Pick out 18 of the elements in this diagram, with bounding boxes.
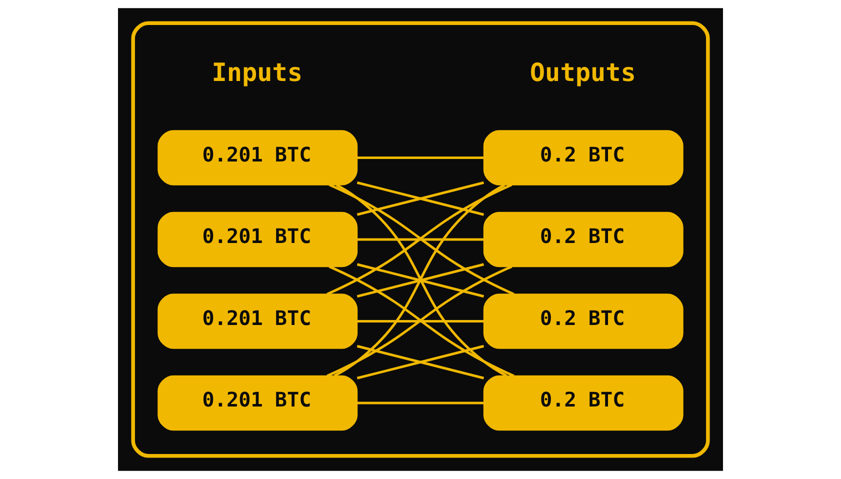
connector	[357, 320, 484, 323]
connector	[357, 402, 484, 404]
node-box: 0.2 BTC	[483, 294, 684, 349]
node-box: 0.201 BTC	[158, 130, 358, 186]
node-box: 0.201 BTC	[158, 212, 358, 268]
cluster	[131, 21, 710, 458]
connector	[357, 156, 484, 159]
node-box: 0.201 BTC	[158, 375, 358, 431]
label: Outputs	[530, 58, 636, 88]
node-box: 0.2 BTC	[483, 375, 684, 431]
node-box: 0.201 BTC	[158, 294, 358, 349]
node-box: 0.2 BTC	[483, 212, 684, 268]
connector	[357, 238, 484, 241]
node-box: 0.2 BTC	[483, 130, 684, 186]
connector	[356, 263, 484, 298]
connector	[356, 344, 484, 380]
label: Inputs	[212, 58, 303, 88]
connector	[356, 181, 484, 216]
